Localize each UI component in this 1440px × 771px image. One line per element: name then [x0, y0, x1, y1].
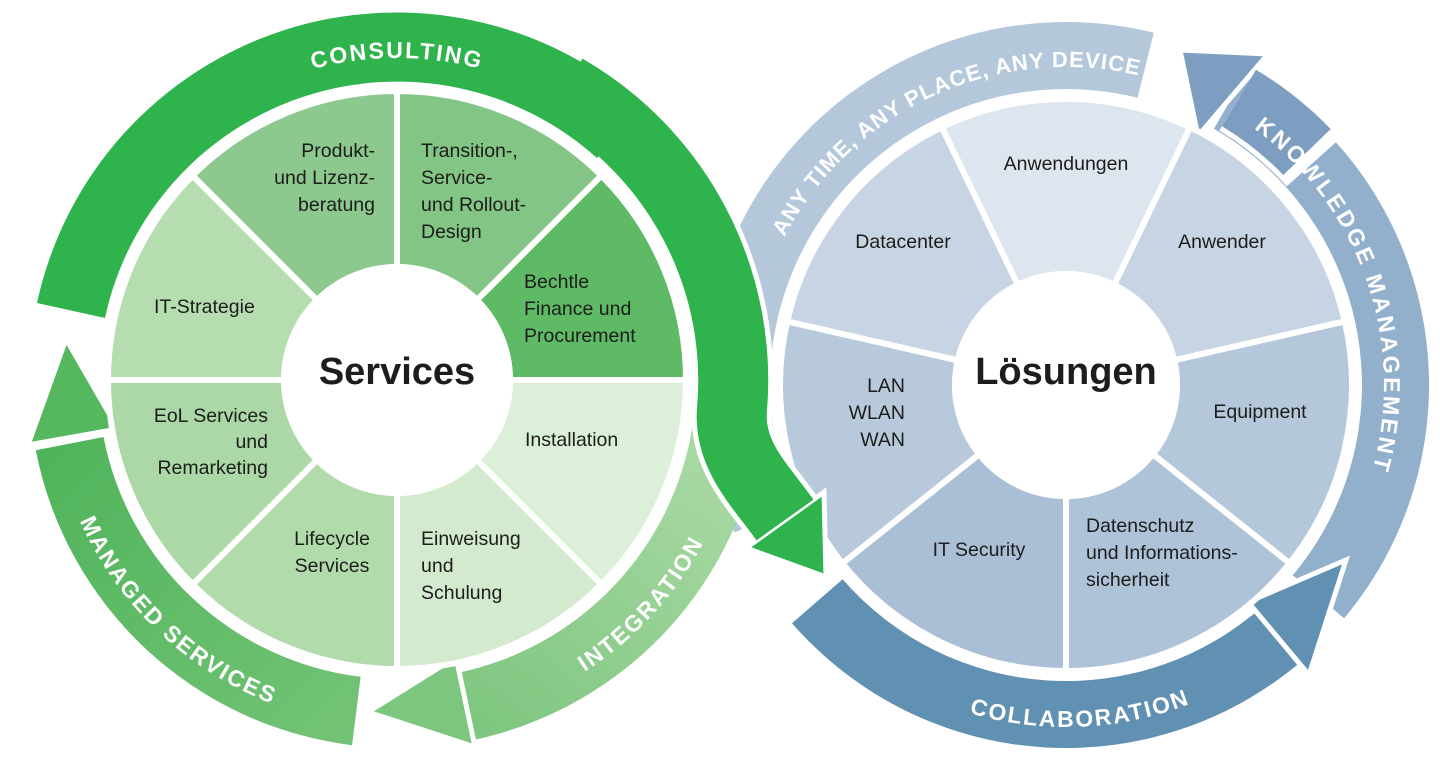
svg-text:Einweisung: Einweisung	[421, 528, 521, 550]
label-equipment: Equipment	[1213, 401, 1307, 423]
svg-text:WLAN: WLAN	[849, 402, 905, 424]
label-installation: Installation	[525, 429, 618, 451]
svg-text:WAN: WAN	[860, 429, 905, 451]
svg-text:Design: Design	[421, 221, 482, 243]
svg-text:Finance und: Finance und	[524, 298, 631, 320]
svg-text:und Informations-: und Informations-	[1086, 542, 1238, 564]
svg-text:Bechtle: Bechtle	[524, 271, 589, 293]
svg-text:Service-: Service-	[421, 167, 493, 189]
svg-text:Schulung: Schulung	[421, 582, 502, 604]
ring-arc-managed-services	[35, 437, 361, 746]
label-lifecycle: Lifecycle Services	[294, 528, 370, 577]
right-wheel: Lösungen ANY TIME, ANY PLACE, ANY DEVICE…	[703, 22, 1430, 749]
connector-arrow	[547, 58, 829, 581]
svg-text:LAN: LAN	[867, 375, 905, 397]
left-wheel-title: Services	[319, 351, 475, 393]
cycle-arrow-blue-head-icon	[1176, 47, 1274, 142]
integration-arrow-head-icon	[362, 652, 479, 751]
svg-text:Datenschutz: Datenschutz	[1086, 515, 1194, 537]
label-anwendungen: Anwendungen	[1004, 153, 1129, 175]
svg-text:Procurement: Procurement	[524, 325, 636, 347]
svg-text:Produkt-: Produkt-	[301, 140, 375, 162]
ring-arc-consulting	[37, 12, 643, 318]
label-it-security: IT Security	[933, 539, 1026, 561]
svg-text:Remarketing: Remarketing	[157, 457, 268, 479]
label-lan-wlan-wan: LAN WLAN WAN	[849, 375, 905, 451]
svg-text:Lifecycle: Lifecycle	[294, 528, 370, 550]
ring-arc-any-time	[703, 22, 1154, 533]
svg-text:sicherheit: sicherheit	[1086, 569, 1170, 591]
collaboration-arrow-head-icon	[1243, 555, 1351, 681]
svg-text:Services: Services	[295, 555, 370, 577]
svg-text:und: und	[421, 555, 454, 577]
left-wheel-ring	[35, 12, 765, 746]
label-einweisung: Einweisung und Schulung	[421, 528, 521, 604]
label-it-strategie: IT-Strategie	[154, 296, 255, 318]
right-wheel-title: Lösungen	[975, 351, 1157, 393]
svg-text:und Rollout-: und Rollout-	[421, 194, 526, 216]
ring-arc-integration	[454, 395, 765, 742]
label-produkt: Produkt- und Lizenz- beratung	[274, 140, 375, 216]
ring-arc-collaboration	[792, 579, 1309, 749]
svg-text:und Lizenz-: und Lizenz-	[274, 167, 375, 189]
svg-text:und: und	[235, 431, 268, 453]
label-datacenter: Datacenter	[855, 231, 951, 253]
label-eol-services: EoL Services und Remarketing	[154, 405, 268, 479]
label-bechtle-finance: Bechtle Finance und Procurement	[524, 271, 636, 347]
label-transition: Transition-, Service- und Rollout- Desig…	[421, 140, 526, 243]
svg-text:beratung: beratung	[298, 194, 375, 216]
svg-text:Transition-,: Transition-,	[421, 140, 518, 162]
label-anwender: Anwender	[1178, 231, 1266, 253]
left-wheel-hub	[281, 264, 513, 496]
cycle-arrow-blue-band	[1221, 69, 1331, 176]
managed-services-arrow-head-icon	[24, 333, 122, 449]
connector-arrow-band	[547, 58, 814, 541]
right-wheel-hub	[952, 271, 1180, 499]
ring-arc-knowledge-management	[1214, 70, 1430, 619]
label-datenschutz: Datenschutz und Informations- sicherheit	[1086, 515, 1238, 591]
svg-text:EoL Services: EoL Services	[154, 405, 268, 427]
